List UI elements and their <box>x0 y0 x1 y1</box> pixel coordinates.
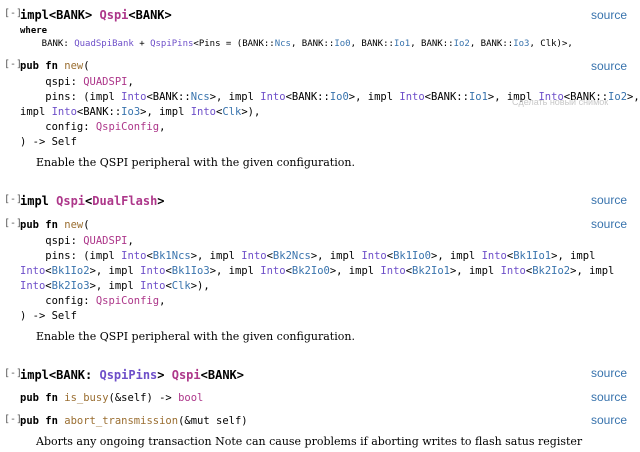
doc-text: Enable the QSPI peripheral with the give… <box>36 156 355 169</box>
trait-link[interactable]: Into <box>538 91 564 103</box>
param-config: config: QspiConfig, <box>20 295 166 307</box>
struct-link[interactable]: Qspi <box>56 194 86 208</box>
assoc-type-link[interactable]: Io0 <box>334 39 351 49</box>
source-link[interactable]: source <box>590 193 627 207</box>
struct-link[interactable]: Qspi <box>171 368 201 382</box>
param-pins: pins: (impl Into<BANK::Ncs>, impl Into<B… <box>20 91 640 103</box>
source-link[interactable]: source <box>590 8 627 22</box>
doc-text: Enable the QSPI peripheral with the give… <box>36 330 355 343</box>
overlay-hint: Сделать новый снимок <box>512 97 609 107</box>
collapse-toggle[interactable]: [-] <box>4 218 23 229</box>
assoc-type-link[interactable]: Clk <box>222 106 242 118</box>
source-link[interactable]: source <box>590 59 627 73</box>
assoc-type-link[interactable]: Bk1Ncs <box>152 250 191 262</box>
assoc-type-link[interactable]: Ncs <box>274 39 291 49</box>
assoc-type-link[interactable]: Bk1Io0 <box>393 250 431 262</box>
fn-signature: pub fn new( <box>20 219 90 231</box>
trait-link[interactable]: Into <box>140 265 166 277</box>
type-link[interactable]: bool <box>178 392 204 404</box>
assoc-type-link[interactable]: Bk2Io2 <box>532 265 571 277</box>
assoc-type-link[interactable]: Clk <box>171 280 191 292</box>
trait-link[interactable]: Into <box>500 265 526 277</box>
assoc-type-link[interactable]: Io1 <box>468 91 488 103</box>
assoc-type-link[interactable]: Io0 <box>329 91 349 103</box>
impl-header: impl<BANK: QspiPins> Qspi<BANK> <box>20 368 244 382</box>
where-bound: BANK: QuadSpiBank + QspiPins<Pins = (BAN… <box>20 39 573 49</box>
where-clause: where <box>20 26 48 36</box>
struct-link[interactable]: DualFlash <box>92 194 158 208</box>
type-link[interactable]: QspiConfig <box>95 295 160 307</box>
trait-link[interactable]: Into <box>190 106 217 118</box>
assoc-type-link[interactable]: Io1 <box>393 39 411 49</box>
param-pins-cont: impl Into<BANK::Io3>, impl Into<Clk>), <box>20 106 261 118</box>
trait-link[interactable]: Into <box>260 91 286 103</box>
fn-signature: pub fn is_busy(&self) -> bool <box>20 392 204 404</box>
trait-link[interactable]: QspiPins <box>150 39 194 49</box>
param-pins: pins: (impl Into<Bk1Ncs>, impl Into<Bk2N… <box>20 250 596 262</box>
assoc-type-link[interactable]: Io3 <box>513 39 530 49</box>
collapse-toggle[interactable]: [-] <box>4 414 23 425</box>
trait-link[interactable]: Into <box>121 250 147 262</box>
param-config: config: QspiConfig, <box>20 121 166 133</box>
param-pins-cont: Into<Bk2Io3>, impl Into<Clk>), <box>20 280 210 292</box>
type-link[interactable]: QUADSPI <box>83 76 128 88</box>
collapse-toggle[interactable]: [-] <box>4 368 23 379</box>
trait-link[interactable]: Into <box>121 91 147 103</box>
fn-return: ) -> Self <box>20 136 77 148</box>
collapse-toggle[interactable]: [-] <box>4 59 23 70</box>
assoc-type-link[interactable]: Bk1Io1 <box>513 250 552 262</box>
fn-name-link[interactable]: abort_transmission <box>64 415 179 427</box>
fn-signature: pub fn new( <box>20 60 90 72</box>
trait-link[interactable]: Into <box>361 250 387 262</box>
param-qspi: qspi: QUADSPI, <box>20 235 134 247</box>
param-qspi: qspi: QUADSPI, <box>20 76 134 88</box>
type-link[interactable]: QspiConfig <box>95 121 160 133</box>
impl-header: impl Qspi<DualFlash> <box>20 194 165 208</box>
trait-link[interactable]: Into <box>20 280 46 292</box>
fn-name-link[interactable]: new <box>64 60 84 72</box>
type-link[interactable]: QUADSPI <box>83 235 128 247</box>
source-link[interactable]: source <box>590 390 627 404</box>
fn-name-link[interactable]: is_busy <box>64 392 109 404</box>
assoc-type-link[interactable]: Bk2Ncs <box>272 250 311 262</box>
assoc-type-link[interactable]: Bk2Io1 <box>412 265 450 277</box>
assoc-type-link[interactable]: Bk1Io2 <box>51 265 90 277</box>
source-link[interactable]: source <box>590 217 627 231</box>
source-link[interactable]: source <box>590 366 627 380</box>
trait-link[interactable]: Into <box>20 265 46 277</box>
fn-signature: pub fn abort_transmission(&mut self) <box>20 415 248 427</box>
collapse-toggle[interactable]: [-] <box>4 194 23 205</box>
impl-header: impl<BANK> Qspi<BANK> <box>20 8 172 22</box>
assoc-type-link[interactable]: Io2 <box>453 39 470 49</box>
param-pins-cont: Into<Bk1Io2>, impl Into<Bk1Io3>, impl In… <box>20 265 615 277</box>
assoc-type-link[interactable]: Bk2Io3 <box>51 280 90 292</box>
trait-link[interactable]: Into <box>399 91 425 103</box>
collapse-toggle[interactable]: [-] <box>4 8 23 19</box>
assoc-type-link[interactable]: Io3 <box>121 106 141 118</box>
trait-link[interactable]: Into <box>260 265 286 277</box>
assoc-type-link[interactable]: Io2 <box>608 91 628 103</box>
struct-link[interactable]: Qspi <box>99 8 129 22</box>
trait-link[interactable]: QspiPins <box>99 368 158 382</box>
fn-name-link[interactable]: new <box>64 219 84 231</box>
assoc-type-link[interactable]: Ncs <box>190 91 210 103</box>
source-link[interactable]: source <box>590 413 627 427</box>
trait-link[interactable]: QuadSpiBank <box>74 39 134 49</box>
trait-link[interactable]: Into <box>51 106 77 118</box>
trait-link[interactable]: Into <box>241 250 267 262</box>
assoc-type-link[interactable]: Bk2Io0 <box>291 265 330 277</box>
trait-link[interactable]: Into <box>380 265 406 277</box>
doc-text: Aborts any ongoing transaction Note can … <box>36 435 583 448</box>
trait-link[interactable]: Into <box>481 250 507 262</box>
trait-link[interactable]: Into <box>140 280 166 292</box>
fn-return: ) -> Self <box>20 310 77 322</box>
assoc-type-link[interactable]: Bk1Io3 <box>171 265 210 277</box>
